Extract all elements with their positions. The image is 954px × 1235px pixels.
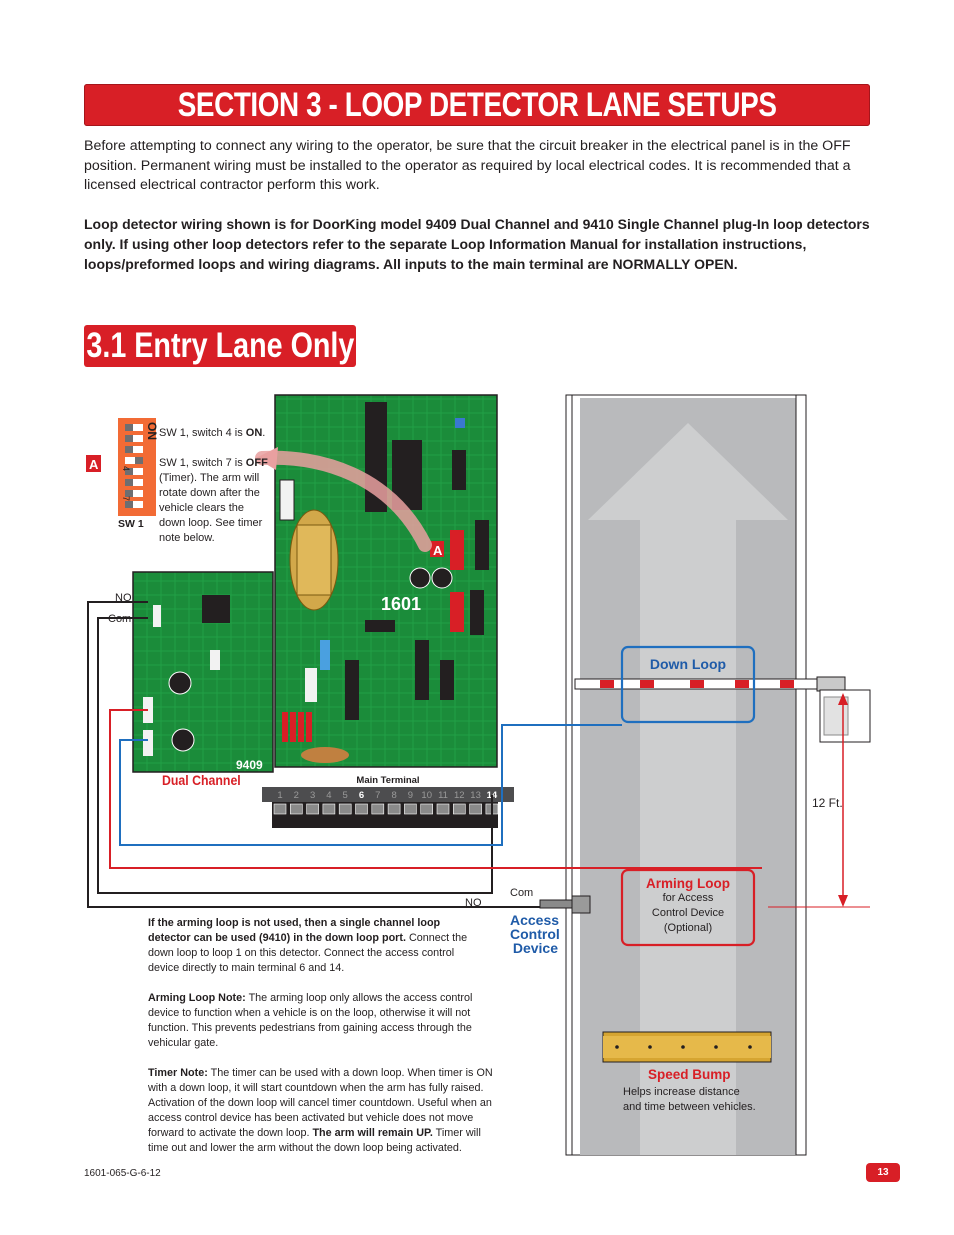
terminal-number-4: 4 (326, 790, 331, 801)
dual-channel-label: Dual Channel (162, 772, 241, 788)
svg-text:7: 7 (121, 496, 131, 501)
terminal-screw (338, 803, 352, 815)
access-control-label: Access Control Device (510, 912, 560, 956)
dip-slot (125, 446, 143, 453)
terminal-number-12: 12 (454, 790, 465, 801)
dip-lever (125, 468, 133, 475)
terminal-screw (355, 803, 368, 815)
terminal-screw (371, 803, 385, 815)
terminal-number-2: 2 (294, 790, 299, 801)
terminal-number-5: 5 (343, 790, 348, 801)
dip-lever (125, 424, 133, 431)
terminal-screw (469, 803, 482, 815)
dip-slot (125, 501, 143, 508)
board-model-label: 1601 (381, 594, 421, 614)
terminal-number-1: 1 (277, 790, 282, 801)
terminal-number-8: 8 (391, 790, 396, 801)
arming-unused-note: If the arming loop is not used, then a s… (148, 917, 468, 974)
loop-detector-9409: 9409 (132, 571, 274, 773)
dip-slot (125, 479, 143, 486)
timer-note: Timer Note: The timer can be used with a… (148, 1067, 493, 1154)
intro-paragraph: Before attempting to connect any wiring … (84, 138, 851, 193)
speed-bump-desc: Helps increase distance and time between… (623, 1086, 756, 1113)
access-control-device (539, 895, 591, 914)
terminal-number-9: 9 (408, 790, 413, 801)
speed-bump-title: Speed Bump (648, 1067, 731, 1082)
dip-lever (135, 457, 143, 464)
wire-no-label: NO (465, 897, 482, 909)
terminal-number-13: 13 (470, 790, 481, 801)
page-number: 13 (866, 1163, 900, 1182)
dip-lever (125, 501, 133, 508)
dip-lever (125, 446, 133, 453)
terminal-screw (452, 803, 466, 815)
arming-loop-box (620, 868, 756, 947)
terminal-number-10: 10 (421, 790, 432, 801)
section-title: SECTION 3 - LOOP DETECTOR LANE SETUPS (177, 85, 777, 124)
terminal-screw (420, 803, 434, 815)
terminal-number-11: 11 (438, 790, 448, 801)
dip-slot (125, 457, 143, 464)
speed-bump (602, 1031, 772, 1063)
arming-loop-note: Arming Loop Note: The arming loop only a… (148, 992, 473, 1049)
warning-paragraph: Loop detector wiring shown is for DoorKi… (84, 216, 870, 272)
dip-slot (125, 435, 143, 442)
subsection-title: 3.1 Entry Lane Only (86, 326, 354, 365)
switch-note-2: SW 1, switch 7 is OFF (Timer). The arm w… (159, 457, 268, 544)
terminal-screw (306, 803, 319, 815)
road (565, 394, 807, 1156)
dip-slot (125, 424, 143, 431)
dip-slot (125, 490, 143, 497)
detector-model-label: 9409 (236, 758, 263, 772)
terminal-screw (322, 803, 336, 815)
terminal-screw (273, 803, 287, 815)
switch-marker-a (86, 455, 101, 472)
terminal-number-7: 7 (375, 790, 380, 801)
main-terminal-label: Main Terminal (356, 775, 419, 786)
terminal-number-6: 6 (359, 790, 364, 801)
wiring (87, 601, 762, 908)
subsection-banner: 3.1 Entry Lane Only (84, 325, 356, 367)
switch-on-label: ON (145, 422, 159, 440)
distance-dimension (768, 693, 870, 908)
dip-lever (125, 490, 133, 497)
wire-com-label: Com (510, 887, 534, 899)
arming-loop-label: Arming Loop for Access Control Device (O… (646, 876, 730, 934)
dip-lever (125, 479, 133, 486)
terminal-screw (404, 803, 417, 815)
detector-no-label: NO (115, 592, 132, 604)
terminal-screw (387, 803, 401, 815)
switch-note-1: SW 1, switch 4 is ON. (159, 427, 266, 439)
terminal-screw (289, 803, 303, 815)
down-loop-box (620, 645, 756, 724)
svg-text:A: A (89, 457, 99, 472)
svg-text:4: 4 (121, 466, 131, 471)
terminal-screw (436, 803, 450, 815)
direction-arrow (588, 423, 788, 1155)
svg-text:A: A (433, 543, 443, 558)
distance-label: 12 Ft. (812, 796, 843, 810)
down-loop-label: Down Loop (649, 656, 727, 672)
board-marker-a (430, 541, 444, 557)
switch-pointer-arrow (255, 450, 432, 552)
document-id: 1601-065-G-6-12 (84, 1168, 161, 1179)
terminal-number-3: 3 (310, 790, 315, 801)
detector-com-label: Com (108, 613, 132, 625)
section-banner: SECTION 3 - LOOP DETECTOR LANE SETUPS (84, 84, 870, 126)
switch-label: SW 1 (118, 518, 144, 530)
dip-switch-sw1: ON 4 7 A SW 1 (86, 418, 159, 530)
dip-lever (125, 435, 133, 442)
dip-slot (125, 468, 143, 475)
